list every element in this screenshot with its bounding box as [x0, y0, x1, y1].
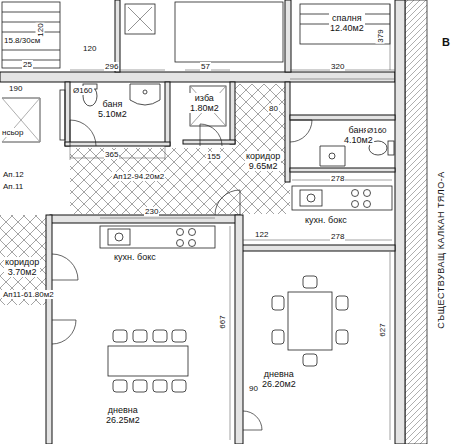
dining-set	[108, 276, 348, 392]
party-wall	[405, 0, 427, 444]
room-area: 4.10м2	[343, 135, 374, 145]
plan-note: Ап.11	[2, 182, 24, 191]
stair-symbol	[2, 2, 65, 142]
door-swing	[52, 120, 312, 430]
dimension-text: 25	[22, 60, 33, 69]
room-label: баня5.10м2	[96, 98, 129, 120]
dimension-text: 379	[376, 28, 385, 43]
plan-note: Ø160	[366, 126, 388, 135]
dimension-text: 627	[378, 322, 387, 337]
dimension-text: 296	[104, 62, 119, 71]
room-label: дневна26.20м2	[260, 368, 298, 390]
dimension-text: 278	[330, 174, 345, 183]
plan-note: нсьор	[1, 128, 24, 137]
dimension-text: 230	[144, 207, 159, 216]
corridor-hatch	[235, 84, 290, 148]
room-area: 3.70м2	[4, 267, 40, 277]
kitchen-counter	[292, 186, 392, 210]
dimension-text: 57	[200, 62, 211, 71]
room-name: дневна	[261, 369, 297, 379]
room-name: спалня	[329, 13, 365, 23]
plan-note: B	[441, 38, 451, 47]
dimension-text: 80	[268, 104, 279, 113]
plan-note: Ø160	[72, 86, 94, 95]
dimension-text: 120	[82, 44, 97, 53]
plan-note: Ап12-94.20м2	[112, 172, 165, 181]
room-name: коридор	[245, 151, 281, 161]
room-name: кухн. бокс	[304, 215, 348, 225]
dimension-text: 320	[330, 62, 345, 71]
dimension-text: 190	[8, 84, 23, 93]
kitchen-counter	[100, 226, 215, 248]
room-name: коридор	[4, 257, 40, 267]
room-name: кухн. бокс	[113, 252, 157, 262]
dimension-text: 365	[104, 150, 119, 159]
plan-note: Ап.12	[2, 170, 25, 179]
plan-note: Ап11-61.80м2	[2, 290, 55, 299]
walls	[0, 0, 405, 444]
room-label: коридор3.70м2	[3, 256, 41, 278]
room-outline	[125, 2, 390, 62]
room-area: 26.25м2	[105, 415, 141, 425]
wall-note: СЪЩЕСТВУВАЩ КАЛКАН ТЯЛО-А	[437, 170, 446, 329]
dimension-lines	[70, 4, 395, 440]
dimension-text: 278	[330, 232, 345, 241]
room-area: 26.20м2	[261, 379, 297, 389]
room-label: коридор9.65м2	[244, 150, 282, 172]
dimension-text: 122	[254, 230, 269, 239]
room-area: 12.40м2	[329, 23, 365, 33]
room-name: дневна	[105, 405, 141, 415]
room-name: баня	[97, 99, 128, 109]
dimension-text: 90	[248, 384, 259, 393]
room-area: 5.10м2	[97, 109, 128, 119]
room-label: кухн. бокс	[303, 214, 349, 226]
room-label: кухн. бокс	[112, 251, 158, 263]
dimension-text: 667	[218, 314, 227, 329]
room-area: 1.80м2	[189, 103, 220, 113]
sanitary-fixtures	[83, 84, 394, 166]
dimension-text: 120	[36, 22, 45, 37]
room-area: 9.65м2	[245, 161, 281, 171]
room-label: изба1.80м2	[188, 92, 221, 114]
room-name: изба	[189, 93, 220, 103]
dimension-text: 155	[206, 152, 221, 161]
room-label: спалня12.40м2	[328, 12, 366, 34]
room-label: дневна26.25м2	[104, 404, 142, 426]
